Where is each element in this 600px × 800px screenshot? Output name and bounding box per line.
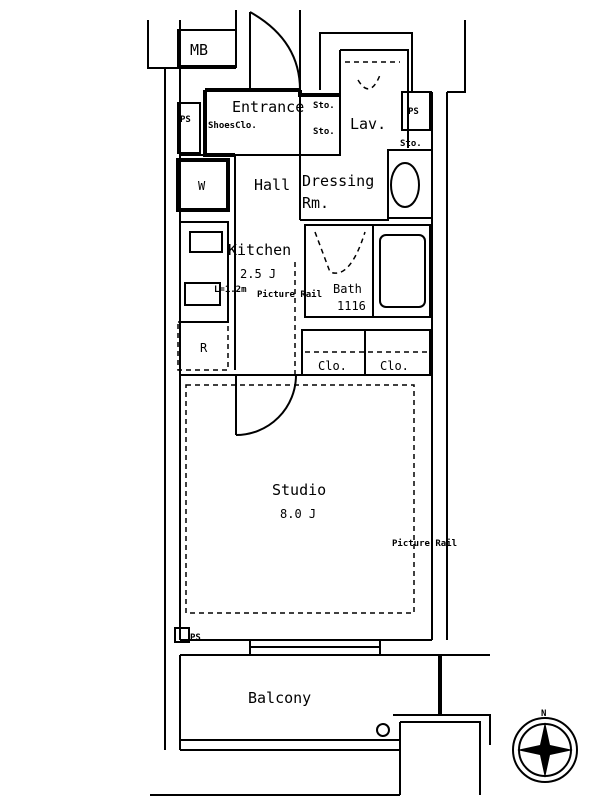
label-kitchen: Kitchen — [228, 241, 291, 259]
label-studio-size: 8.0 J — [280, 507, 316, 521]
label-balcony: Balcony — [248, 689, 311, 707]
label-lav: Lav. — [350, 115, 386, 133]
label-counter: L=1.2m — [214, 285, 247, 295]
label-picture-rail-kitchen: Picture Rail — [257, 289, 322, 300]
label-clo-1: Clo. — [318, 359, 347, 373]
label-dressing: Dressing — [302, 172, 374, 190]
label-mb: MB — [190, 41, 208, 59]
label-kitchen-size: 2.5 J — [240, 267, 276, 281]
label-bath: Bath — [333, 282, 362, 296]
label-dressing-rm: Rm. — [302, 194, 329, 212]
label-bath-size: 1116 — [337, 299, 366, 313]
compass-north-label: N — [541, 709, 546, 719]
room-labels: MB Entrance Sto. Sto. Sto. Lav. PS PS PS… — [180, 41, 457, 707]
label-sto-1: Sto. — [313, 101, 335, 111]
compass-icon: N — [512, 709, 578, 783]
mb-box — [177, 29, 237, 67]
label-fridge: R — [200, 341, 208, 355]
label-entrance: Entrance — [232, 98, 304, 116]
label-ps-3: PS — [190, 633, 201, 643]
label-picture-rail-studio: Picture Rail — [392, 538, 457, 549]
label-ps-1: PS — [180, 115, 191, 125]
label-clo-2: Clo. — [380, 359, 409, 373]
label-sto-3: Sto. — [400, 139, 422, 149]
walls — [147, 10, 491, 796]
label-washer: W — [198, 179, 206, 193]
label-shoes-clo: ShoesClo. — [208, 121, 257, 131]
label-ps-2: PS — [408, 107, 419, 117]
label-hall: Hall — [254, 176, 290, 194]
label-sto-2: Sto. — [313, 127, 335, 137]
label-studio: Studio — [272, 481, 326, 499]
